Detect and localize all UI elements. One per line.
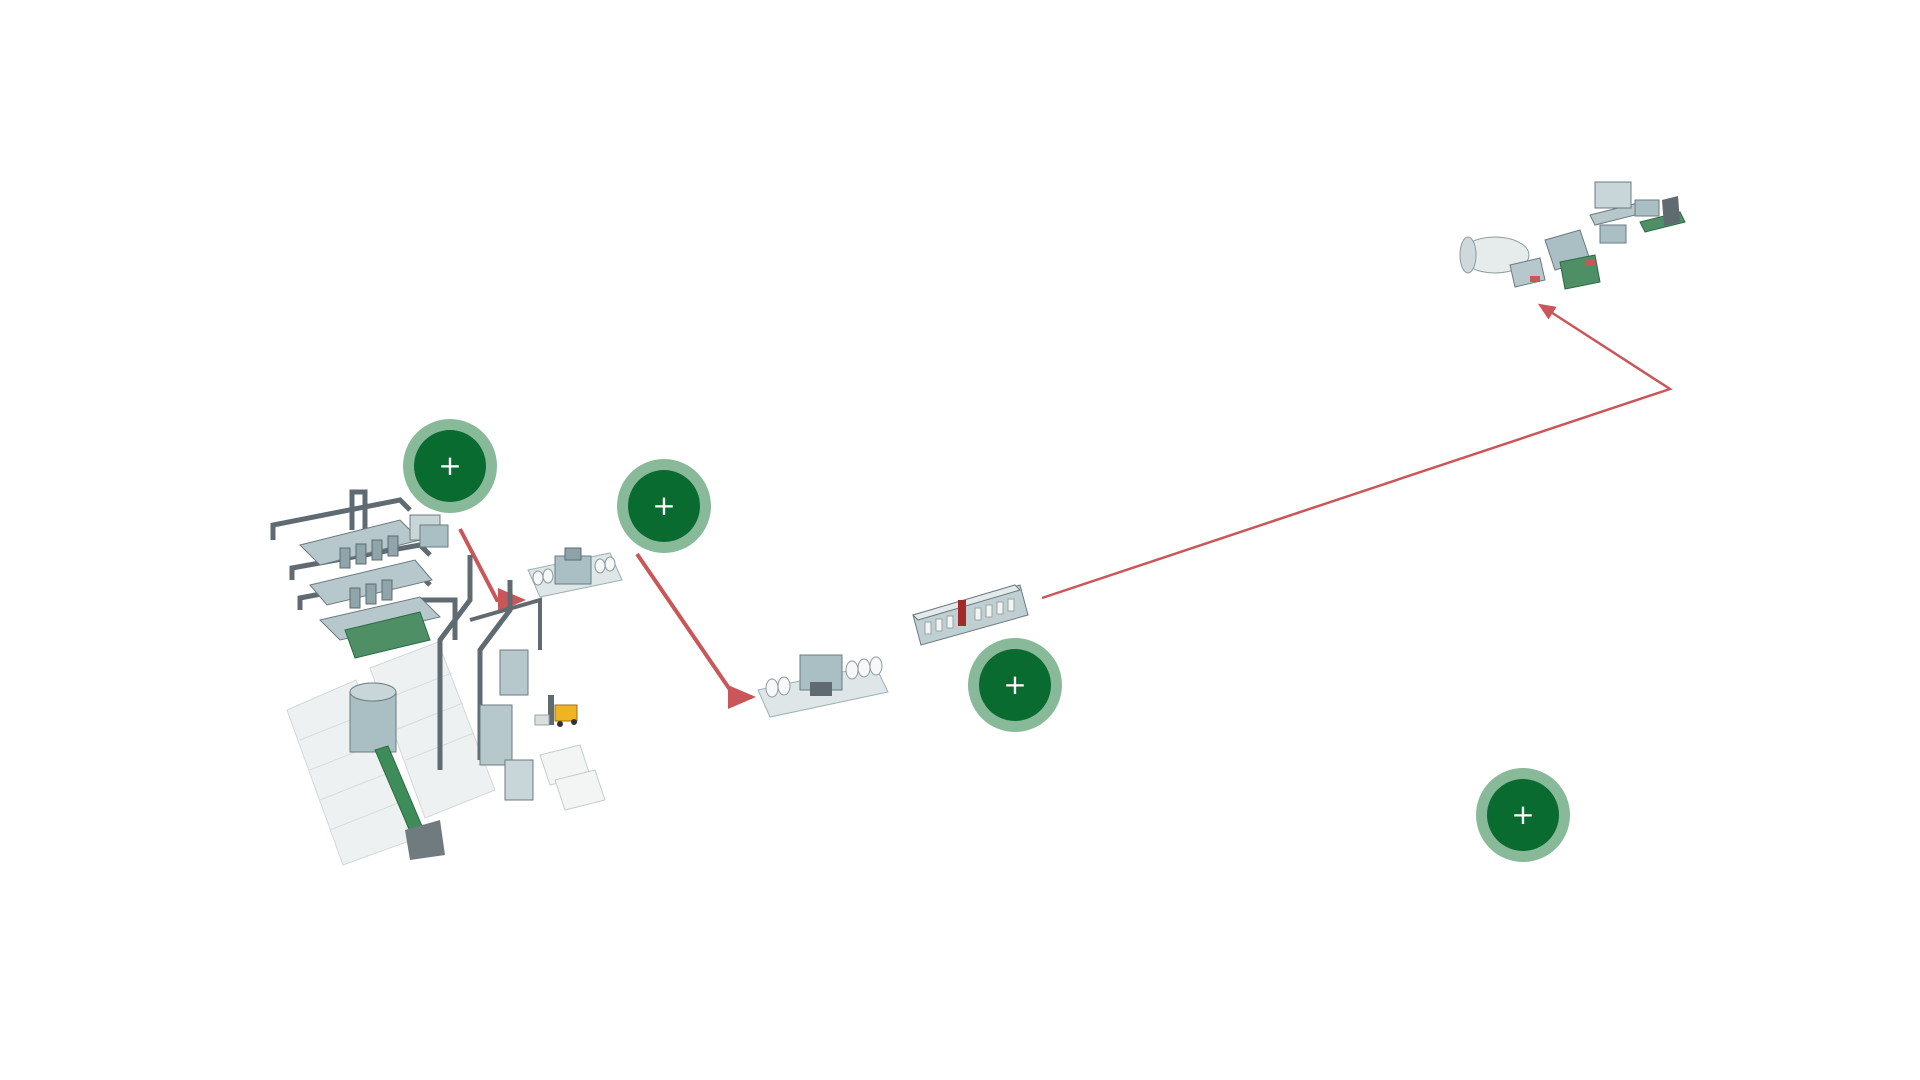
plus-icon: + [438, 449, 462, 482]
hotspot-core: + [414, 430, 486, 502]
plus-icon: + [652, 489, 676, 522]
drawframe-machine-group [757, 654, 889, 718]
blowroom-machine-group [270, 489, 606, 866]
bale-opener-tower [349, 691, 397, 753]
hotspot-core: + [979, 649, 1051, 721]
hotspot-core: + [1487, 779, 1559, 851]
carding-machine-row-2 [309, 559, 433, 606]
bale-storage-right [369, 641, 496, 819]
flow-line-carding-to-drawframe [635, 552, 756, 709]
plus-icon: + [1003, 668, 1027, 701]
hotspot-ringframe[interactable]: + [968, 638, 1062, 732]
hotspot-core: + [628, 470, 700, 542]
flow-line-ringframe-to-winding [1041, 303, 1673, 600]
plus-icon: + [1511, 798, 1535, 831]
flow-line-blowroom-to-carding [458, 528, 526, 612]
combing-machine-group [527, 547, 623, 598]
forklift [548, 695, 578, 727]
winding-machine-group [1459, 181, 1686, 290]
hotspot-blowroom[interactable]: + [403, 419, 497, 513]
lap-former [499, 649, 529, 696]
ringframe-machine-group [912, 584, 1029, 646]
hotspot-winding[interactable]: + [1476, 768, 1570, 862]
hotspot-drawframe[interactable]: + [617, 459, 711, 553]
